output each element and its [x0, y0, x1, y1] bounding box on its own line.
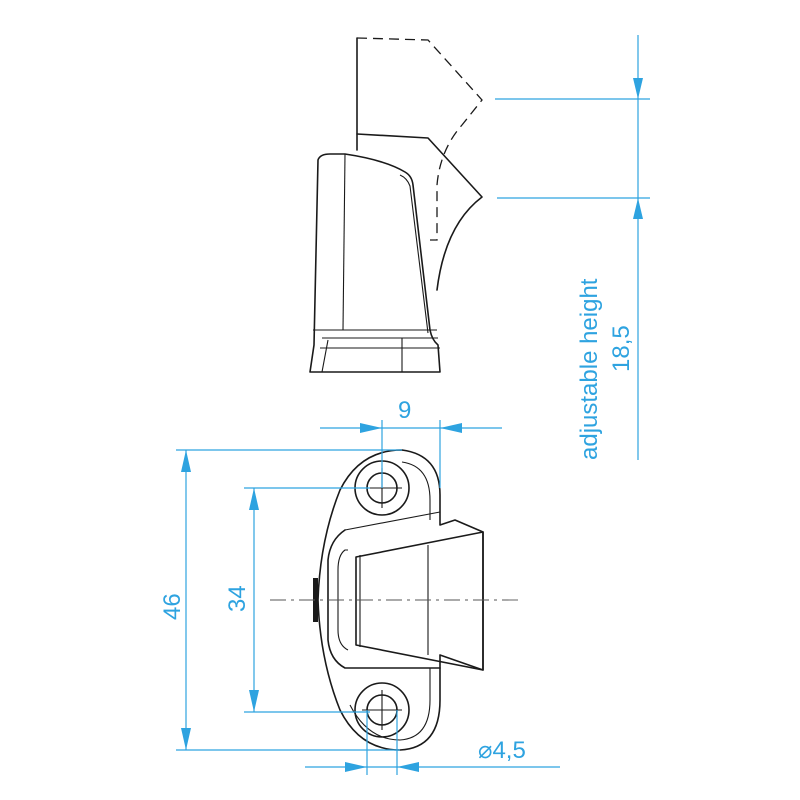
- top-view: [270, 449, 522, 751]
- body-edge-left: [342, 153, 346, 331]
- plate-inner-bottom: [349, 668, 431, 741]
- base-plate-outline: [317, 449, 484, 751]
- width-9-dimension: 9: [320, 397, 502, 488]
- bottom-hole-boss: [354, 682, 410, 738]
- overall-46-dimension: 46: [159, 449, 402, 751]
- adjustable-height-dimension: adjustable height 18,5: [495, 35, 650, 460]
- side-view: [309, 37, 483, 373]
- hole-diameter-label: ⌀4,5: [478, 737, 526, 764]
- body-edge-right: [399, 174, 429, 334]
- channel-outer: [327, 529, 441, 669]
- plate-inner-top: [401, 461, 431, 520]
- channel-inner: [337, 549, 349, 651]
- body-outline: [309, 153, 441, 373]
- raised-position-outline: [356, 37, 483, 241]
- adjustable-height-value: 18,5: [608, 325, 635, 372]
- hole-spacing-34-label: 34: [224, 585, 251, 612]
- adjustable-height-label: adjustable height: [576, 278, 603, 460]
- width-9-label: 9: [398, 397, 411, 424]
- hole-diameter-dimension: ⌀4,5: [305, 710, 560, 775]
- wedge-outline: [356, 133, 483, 291]
- channel-top-edge: [344, 511, 441, 531]
- hole-spacing-34-dimension: 34: [224, 487, 370, 713]
- base-chamfer: [321, 339, 329, 373]
- overall-46-label: 46: [159, 593, 186, 620]
- wedge-block: [355, 531, 484, 671]
- rubber-pad: [313, 578, 318, 622]
